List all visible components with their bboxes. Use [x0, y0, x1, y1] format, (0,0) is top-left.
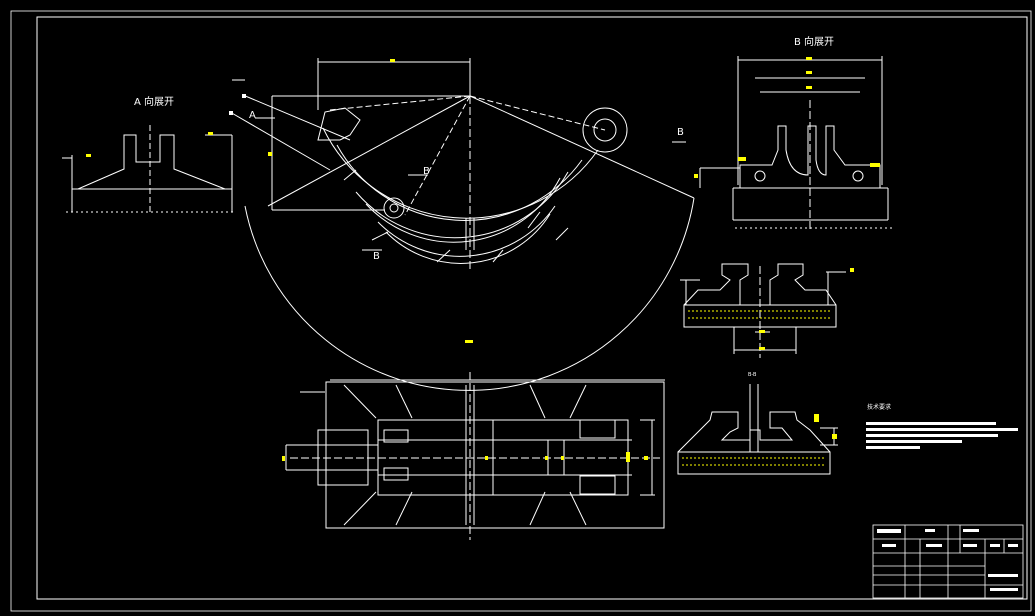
section-mark-label: B-B	[748, 372, 757, 378]
view-b-unfolded	[699, 56, 895, 230]
main-view-markers	[229, 94, 246, 115]
view-a-dim-marks	[86, 132, 213, 157]
view-b-title: B 向展开	[794, 37, 835, 48]
b-section-callout-upper: B	[423, 166, 430, 177]
section-lower-dim-marks	[814, 414, 837, 439]
section-upper-dim-marks	[759, 268, 854, 350]
a-arrow-callout: A	[249, 110, 256, 121]
b-arrow-callout-right: B	[677, 127, 684, 138]
view-b-dim-marks	[694, 57, 880, 178]
drawing-frame	[10, 10, 1032, 612]
plan-view-dim-marks	[282, 452, 648, 462]
b-section-callout-lower: B	[373, 251, 380, 262]
view-a-title: A 向展开	[134, 97, 175, 108]
main-curved-view	[229, 58, 695, 391]
notes-heading: 技术要求	[867, 404, 892, 411]
plan-view	[285, 372, 665, 540]
section-view-upper	[680, 263, 846, 358]
title-block-text	[877, 529, 1018, 591]
title-block	[872, 524, 1024, 599]
notes-lines	[866, 422, 1018, 449]
section-view-lower	[677, 384, 838, 475]
main-view-dim-marks	[268, 59, 473, 343]
view-a-unfolded	[62, 125, 236, 215]
